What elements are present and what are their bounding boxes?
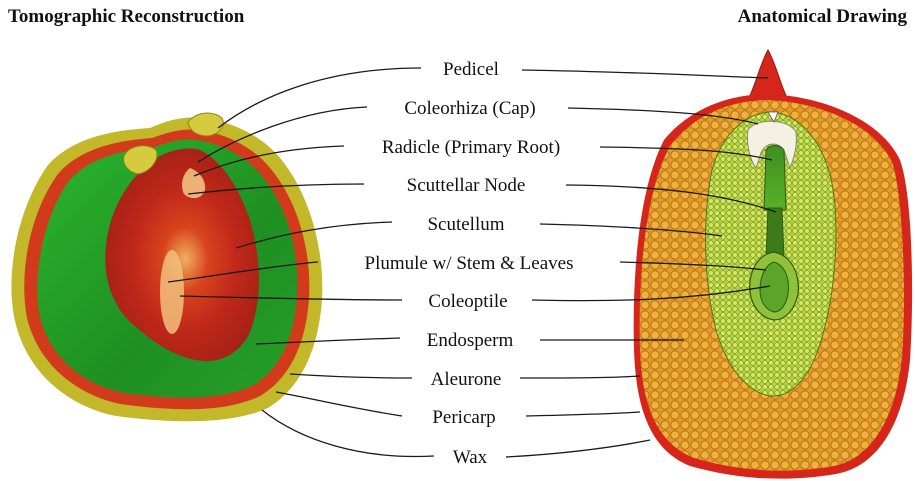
leader-aleurone-right: [520, 376, 640, 378]
label-plumule: Plumule w/ Stem & Leaves: [365, 253, 574, 274]
labels: Pedicel Coleorhiza (Cap) Radicle (Primar…: [365, 59, 574, 468]
leader-pedicel-left: [218, 68, 421, 128]
label-coleoptile: Coleoptile: [428, 291, 507, 312]
leader-pedicel-right: [522, 70, 768, 78]
leader-aleurone-left: [290, 374, 412, 378]
label-scutellum: Scutellum: [427, 214, 504, 235]
label-scuttellar-node: Scuttellar Node: [407, 175, 526, 196]
label-pericarp: Pericarp: [432, 407, 495, 428]
tomo-embryo-highlight: [160, 250, 184, 334]
leader-pericarp-left: [276, 392, 402, 416]
label-aleurone: Aleurone: [431, 369, 502, 390]
label-endosperm: Endosperm: [427, 330, 514, 351]
drawing-pedicel: [748, 50, 788, 100]
label-pedicel: Pedicel: [443, 59, 499, 80]
leader-wax-right: [506, 440, 650, 457]
leader-pericarp-right: [526, 412, 640, 416]
label-radicle: Radicle (Primary Root): [382, 137, 560, 158]
drawing-stem-axis: [766, 208, 784, 258]
label-wax: Wax: [453, 447, 488, 468]
drawing-radicle: [764, 146, 786, 211]
label-coleorhiza: Coleorhiza (Cap): [404, 98, 535, 119]
leader-wax-left: [262, 410, 434, 457]
